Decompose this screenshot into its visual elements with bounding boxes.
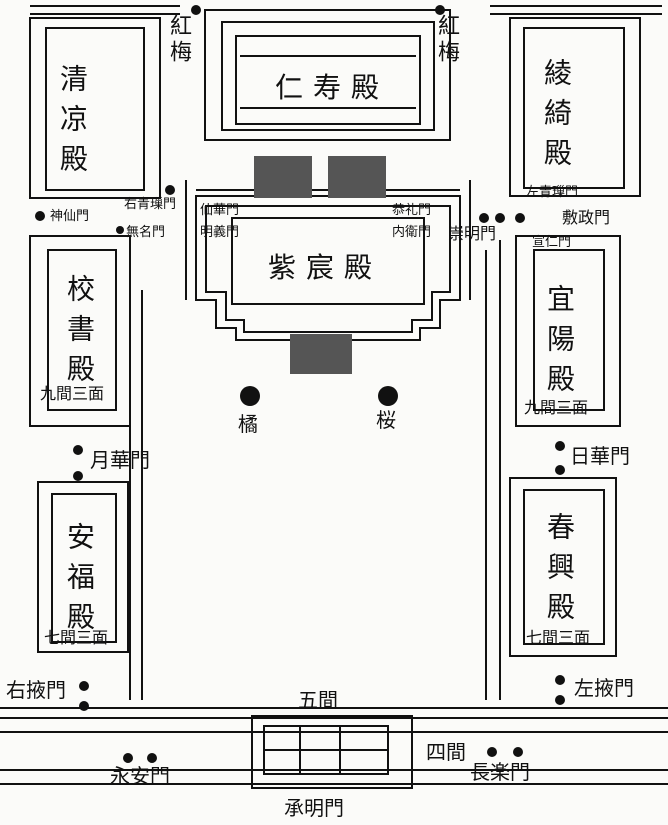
gate-uyo: 右掖門 <box>6 678 66 702</box>
gate-senjin: 宣仁門 <box>532 235 572 250</box>
gate-eian: 永安門 <box>110 764 170 788</box>
gate-senka: 仙華門 <box>200 203 240 218</box>
gate-kyorei: 恭礼門 <box>392 203 432 218</box>
gate-nikka: 日華門 <box>570 444 630 468</box>
stair-blocks <box>254 156 386 374</box>
gate-choraku: 長楽門 <box>470 760 530 784</box>
tree-markers <box>191 5 445 406</box>
gate-fusei: 敷政門 <box>562 208 611 227</box>
tree-tachibana-label: 橘 <box>238 412 258 436</box>
gate-sumei: 崇明門 <box>448 224 497 243</box>
hall-shunkoden: 春興殿 <box>543 512 576 632</box>
tree-sakura-label: 桜 <box>376 408 396 432</box>
gate-shomei: 承明門 <box>284 796 344 820</box>
gate-naiga: 内衛門 <box>392 225 432 240</box>
hall-jijuden: 仁寿殿 <box>275 71 390 104</box>
hall-shishinden: 紫宸殿 <box>268 251 383 284</box>
plum-right-label: 紅梅 <box>434 14 459 66</box>
plum-left-label: 紅梅 <box>166 14 191 66</box>
gate-meigi: 明義門 <box>200 225 240 240</box>
wall-outlines <box>0 5 668 789</box>
gate-saseiso: 左青璅門 <box>526 185 579 200</box>
hall-seiryoden: 清凉殿 <box>56 64 89 184</box>
bays-gokan: 五間 <box>298 688 338 712</box>
gate-sayo: 左掖門 <box>574 676 634 700</box>
gate-ushoki: 右青璅門 <box>124 197 177 212</box>
bays-giyoden: 九間三面 <box>524 398 589 417</box>
hall-anpukuden: 安福殿 <box>63 522 96 642</box>
gate-gekka: 月華門 <box>90 448 150 472</box>
bays-anpukuden: 七間三面 <box>44 628 109 647</box>
hall-ryokiden: 綾綺殿 <box>540 58 573 178</box>
bays-shunkoden: 七間三面 <box>526 628 591 647</box>
hall-giyoden: 宜陽殿 <box>543 284 576 404</box>
hall-kyoshoden: 校書殿 <box>63 274 96 394</box>
gate-mumei: 無名門 <box>126 225 166 240</box>
gate-shinsen: 神仙門 <box>50 209 90 224</box>
bays-shikan: 四間 <box>426 740 466 764</box>
gate-dots <box>35 185 565 763</box>
bays-kyoshoden: 九間三面 <box>40 384 105 403</box>
